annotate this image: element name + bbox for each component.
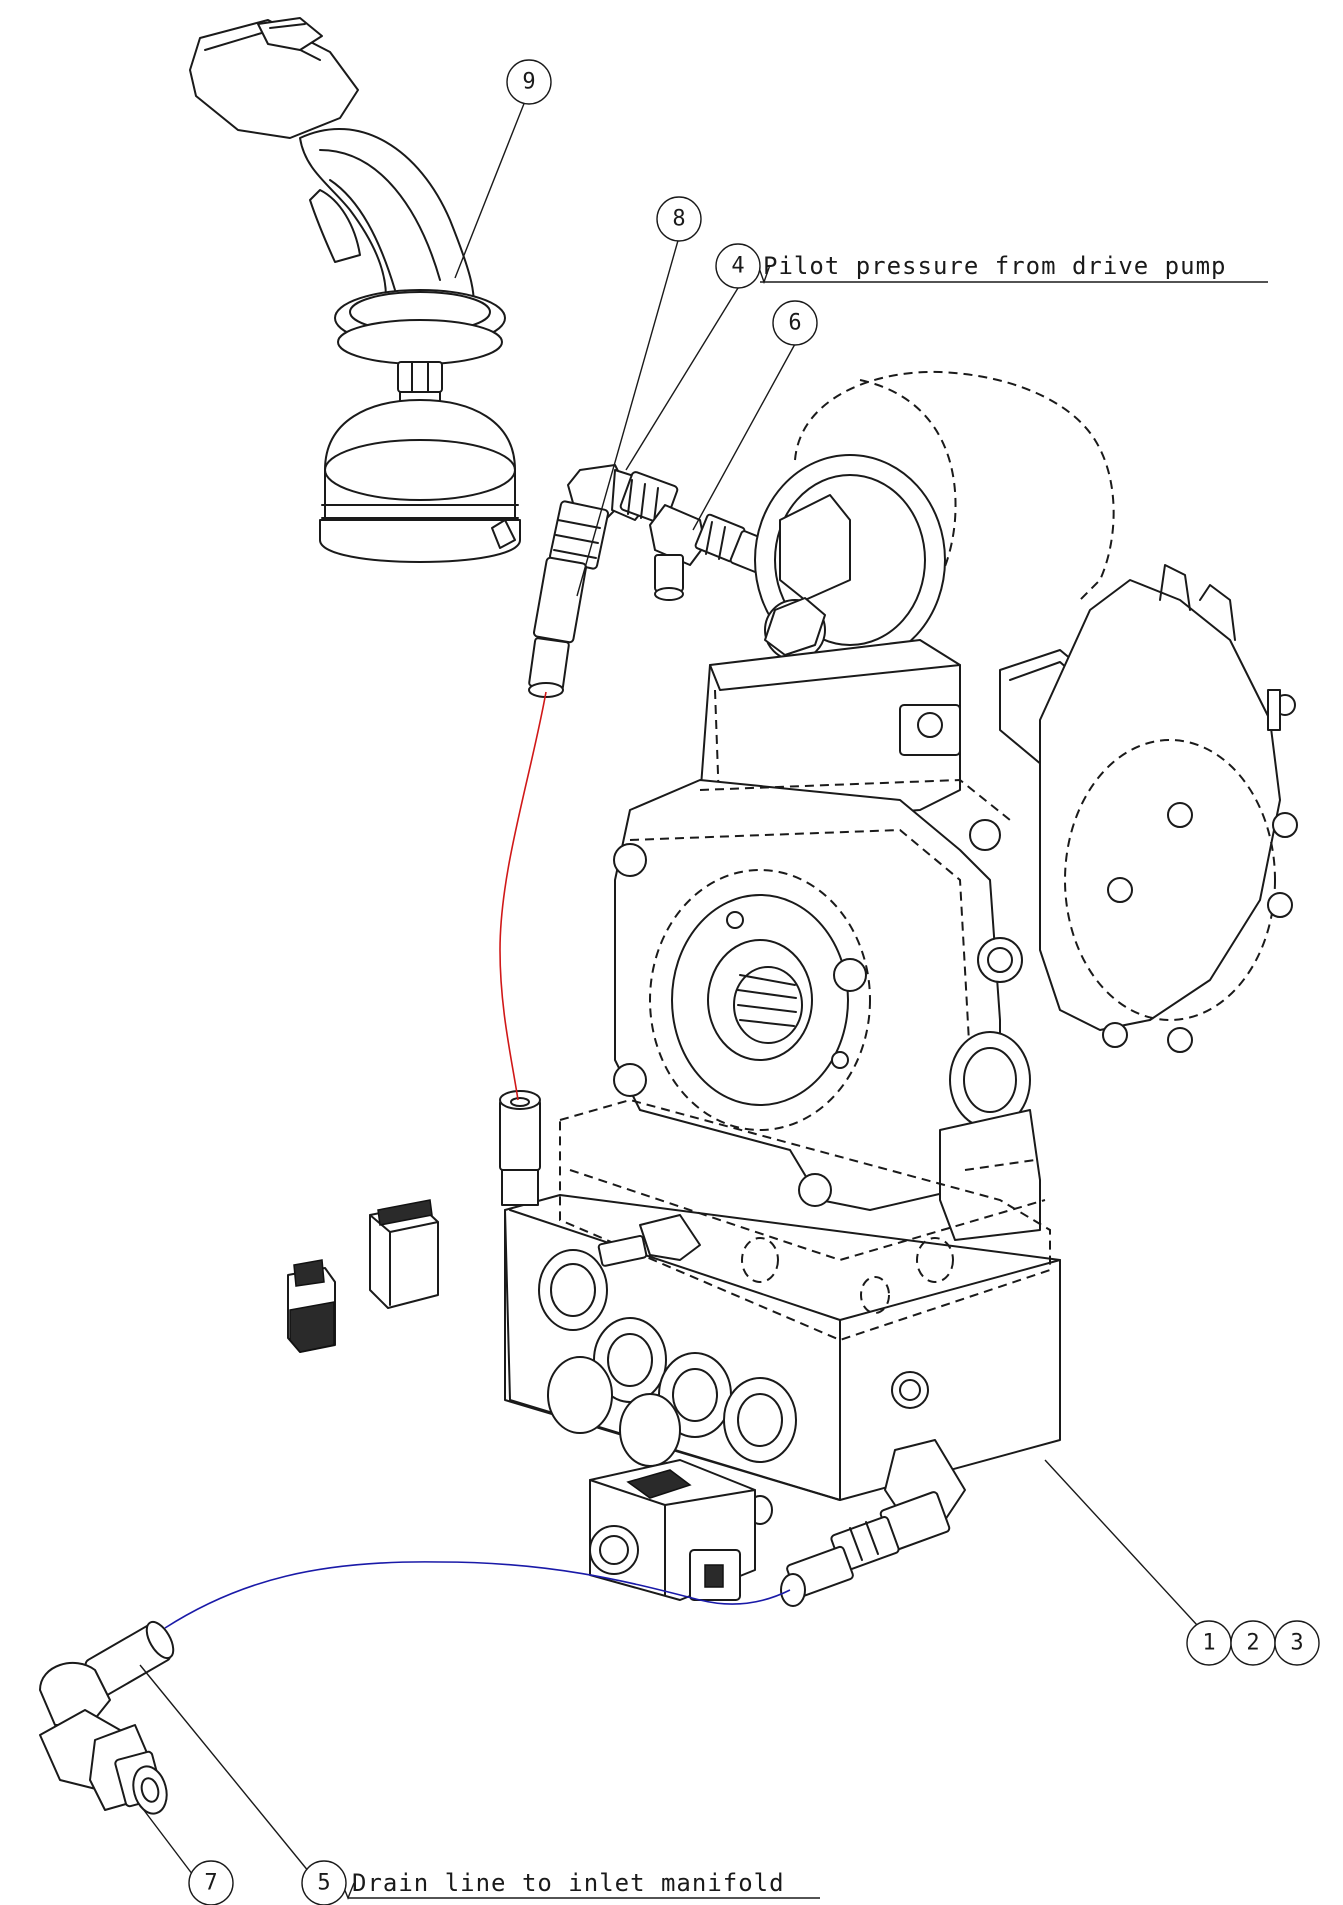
callout-1: 1 <box>1186 1620 1232 1666</box>
electrical-connectors <box>287 1199 439 1353</box>
callout-2: 2 <box>1230 1620 1276 1666</box>
callout-5: 5 <box>301 1860 347 1905</box>
svg-text:7: 7 <box>204 1871 217 1896</box>
drain-elbow-fitting <box>39 1620 175 1815</box>
leader-lines <box>139 90 1198 1900</box>
svg-text:4: 4 <box>731 254 744 279</box>
svg-text:8: 8 <box>672 207 685 232</box>
callout-4: 4 <box>715 243 761 289</box>
note-drain-line: Drain line to inlet manifold <box>352 1869 785 1897</box>
callout-6: 6 <box>772 300 818 346</box>
note-pilot-pressure: Pilot pressure from drive pump <box>763 252 1226 280</box>
svg-text:1: 1 <box>1202 1631 1215 1656</box>
callout-8: 8 <box>656 196 702 242</box>
drain-hose <box>164 1561 791 1629</box>
callout-3: 3 <box>1274 1620 1320 1666</box>
svg-text:3: 3 <box>1290 1631 1303 1656</box>
svg-text:5: 5 <box>317 1871 330 1896</box>
joystick-assembly <box>189 17 521 563</box>
drive-pump-body <box>613 370 1298 1241</box>
pilot-hose <box>499 691 547 1101</box>
svg-text:6: 6 <box>788 311 801 336</box>
svg-text:2: 2 <box>1246 1631 1259 1656</box>
inlet-manifold <box>499 1090 1061 1607</box>
callout-9: 9 <box>506 59 552 105</box>
pilot-fittings <box>528 464 773 698</box>
callout-7: 7 <box>188 1860 234 1905</box>
solenoid-valve <box>589 1459 756 1601</box>
svg-text:9: 9 <box>522 70 535 95</box>
